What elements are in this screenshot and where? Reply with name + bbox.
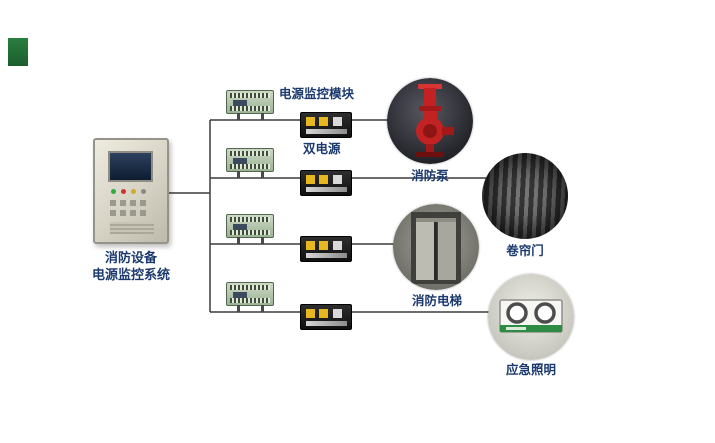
dual-power-switch-1 xyxy=(300,112,352,138)
fire-pump-photo xyxy=(387,78,473,164)
system-title-line1: 消防设备 xyxy=(104,250,158,265)
module-leg xyxy=(237,113,240,120)
module-leg xyxy=(261,171,264,178)
emergency-lighting-photo xyxy=(488,274,574,360)
fire-elevator-illustration xyxy=(393,204,479,290)
cabinet-indicator-lights xyxy=(111,189,116,194)
module-leg xyxy=(237,305,240,312)
emergency-lighting-illustration xyxy=(488,274,574,360)
dual-power-switch-4 xyxy=(300,304,352,330)
fire-elevator-label: 消防电梯 xyxy=(411,294,463,308)
cabinet-buttons xyxy=(110,200,116,206)
dual-power-switch-2 xyxy=(300,170,352,196)
dual-power-switch-3 xyxy=(300,236,352,262)
emergency-lighting-label: 应急照明 xyxy=(505,363,557,377)
module-display xyxy=(233,292,247,298)
module-leg xyxy=(261,237,264,244)
module-leg xyxy=(237,171,240,178)
fire-pump-label: 消防泵 xyxy=(411,169,449,183)
cabinet-vent xyxy=(110,222,154,234)
fire-elevator-photo xyxy=(393,204,479,290)
module-leg xyxy=(261,113,264,120)
module-leg xyxy=(237,237,240,244)
fire-pump-illustration xyxy=(387,78,473,164)
system-title: 消防设备 电源监控系统 xyxy=(92,249,170,283)
roller-shutter-label: 卷帘门 xyxy=(506,244,544,258)
power-monitor-module-4 xyxy=(226,282,274,312)
module-display xyxy=(233,100,247,106)
cabinet-screen xyxy=(108,151,153,182)
module-leg xyxy=(261,305,264,312)
module-display xyxy=(233,224,247,230)
power-monitor-module-2 xyxy=(226,148,274,178)
module-display xyxy=(233,158,247,164)
power-monitor-module-3 xyxy=(226,214,274,244)
roller-shutter-photo xyxy=(482,153,568,239)
monitor-cabinet xyxy=(93,138,169,244)
corner-mark xyxy=(8,38,28,66)
system-title-line2: 电源监控系统 xyxy=(91,267,171,282)
module-label: 电源监控模块 xyxy=(279,87,355,101)
dual-power-label: 双电源 xyxy=(303,142,341,156)
power-monitor-module-1 xyxy=(226,90,274,120)
